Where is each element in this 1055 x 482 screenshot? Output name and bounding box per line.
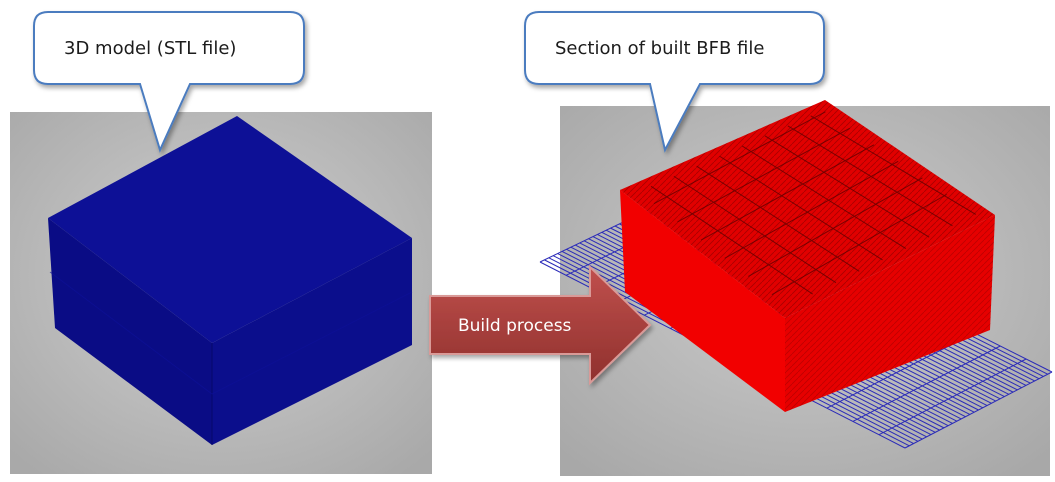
callout-right: Section of built BFB file: [524, 11, 825, 153]
infill-line: [810, 115, 977, 215]
infill-line: [650, 185, 813, 295]
cube-top-face: [48, 116, 412, 343]
callout-right-bubble: [524, 11, 825, 153]
infill-line: [748, 177, 923, 277]
callout-right-text: Section of built BFB file: [555, 38, 764, 59]
build-process-arrow: Build process: [429, 264, 652, 386]
infill-line: [700, 144, 875, 241]
infill-line: [719, 155, 883, 261]
infill-line: [696, 165, 860, 272]
cube-right-face: [212, 238, 412, 445]
infill-line: [677, 127, 850, 223]
infill-line: [724, 160, 899, 259]
callout-left-bubble: [33, 11, 305, 153]
red-part: [620, 100, 995, 412]
blue-cube: [48, 116, 413, 445]
arrow-label: Build process: [458, 316, 572, 336]
part-left-face: [620, 190, 785, 412]
infill-line: [653, 111, 826, 205]
left-panel: [10, 112, 432, 474]
infill-line: [742, 145, 907, 250]
arrow-shape: [429, 264, 652, 386]
infill-line: [673, 175, 837, 284]
cube-left-face: [48, 218, 212, 445]
callout-left-text: 3D model (STL file): [64, 38, 236, 59]
callout-left: 3D model (STL file): [33, 11, 305, 153]
infill-line: [787, 125, 953, 227]
infill-line: [771, 193, 947, 296]
infill-lines: [650, 111, 977, 296]
right-panel: [539, 100, 1053, 476]
